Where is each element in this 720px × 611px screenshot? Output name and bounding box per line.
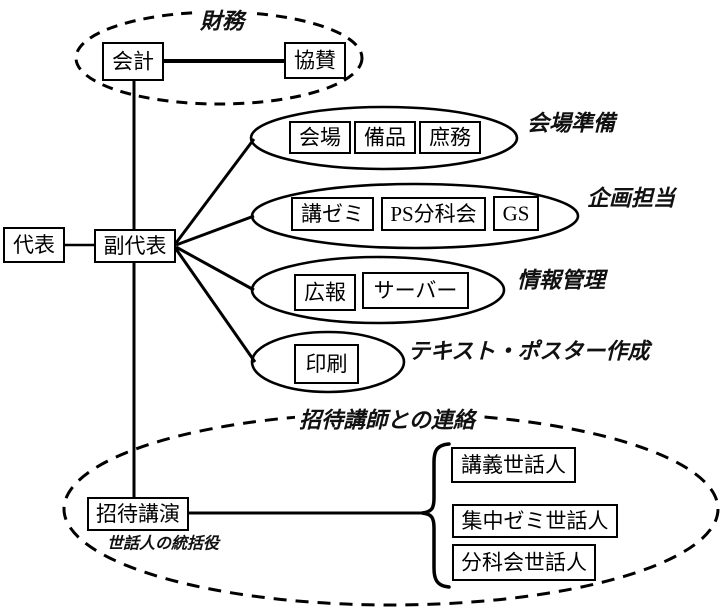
- server-box: [362, 272, 469, 309]
- finance-group-ellipse: [74, 10, 364, 106]
- planning-group-ellipse: [250, 182, 580, 250]
- subcommittee-organizer-box: [452, 544, 596, 581]
- subcommittee-organizer-label: 分科会世話人: [461, 551, 587, 575]
- server-label: サーバー: [374, 279, 458, 303]
- intensive-seminar-organizer-box: [452, 504, 618, 538]
- gs-box: [493, 196, 539, 231]
- accounting-box: [102, 42, 164, 81]
- invited-label-bg: [295, 404, 479, 434]
- venue-group-label: 会場準備: [527, 111, 618, 136]
- general-affairs-box: [419, 121, 481, 154]
- connector-fan-info: [175, 245, 255, 292]
- ps-subcommittee-label: PS分科会: [390, 202, 476, 226]
- brace-icon: [421, 442, 451, 589]
- print-group-ellipse: [250, 330, 406, 394]
- vice-representative-box: [94, 229, 176, 263]
- equipment-label: 備品: [364, 126, 406, 150]
- finance-label-bg: [195, 6, 249, 34]
- invited-group-label: 招待講師との連絡: [299, 408, 478, 433]
- connector-fan-venue: [174, 138, 256, 244]
- planning-group-label: 企画担当: [587, 186, 678, 211]
- venue-box: [289, 121, 351, 154]
- vice-representative-label: 副代表: [104, 234, 167, 258]
- coordinator-note-label: 世話人の統括役: [107, 535, 221, 553]
- sponsorship-box: [284, 42, 346, 79]
- invited-lecture-box: [87, 497, 189, 531]
- lecture-organizer-label: 講義世話人: [461, 453, 566, 477]
- representative-box: [3, 227, 65, 263]
- connector-fan-print: [174, 248, 257, 363]
- info-group-ellipse: [250, 255, 506, 325]
- pr-box: [294, 274, 356, 311]
- pr-label: 広報: [304, 281, 346, 305]
- intensive-seminar-organizer-label: 集中ゼミ世話人: [462, 509, 609, 533]
- representative-label: 代表: [13, 233, 55, 257]
- invited-lecture-label: 招待講演: [96, 502, 180, 526]
- connector-fan-planning: [175, 214, 255, 247]
- lecture-seminar-label: 講ゼミ: [301, 202, 364, 226]
- venue-group-ellipse: [249, 105, 519, 171]
- lecture-seminar-box: [291, 197, 374, 231]
- sponsorship-label: 協賛: [294, 49, 336, 73]
- print-group-label: テキスト・ポスター作成: [408, 339, 653, 364]
- finance-group-label: 財務: [199, 9, 247, 34]
- printing-label: 印刷: [306, 352, 348, 376]
- general-affairs-label: 庶務: [429, 126, 471, 150]
- ps-subcommittee-box: [381, 197, 486, 231]
- info-group-label: 情報管理: [517, 268, 609, 293]
- accounting-label: 会計: [112, 50, 154, 74]
- lecture-organizer-box: [451, 447, 576, 483]
- gs-label: GS: [503, 202, 530, 226]
- equipment-box: [354, 121, 416, 154]
- venue-label: 会場: [299, 126, 341, 150]
- invited-group-ellipse: [62, 411, 720, 607]
- printing-box: [294, 344, 359, 384]
